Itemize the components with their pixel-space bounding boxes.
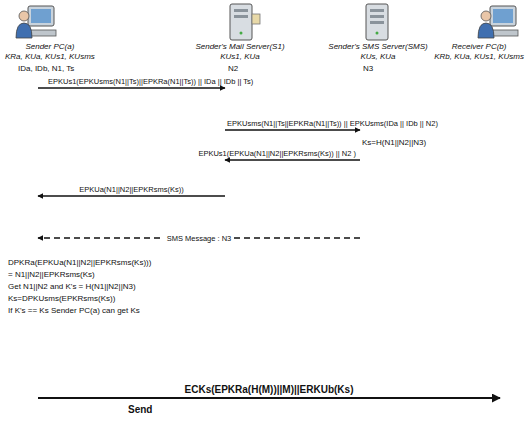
participant: Sender PC(a)KRa, KUa, KUs1, KUsms <box>3 42 97 62</box>
participant: Sender's SMS Server(SMS)KUs, KUa <box>326 42 429 62</box>
message-label: SMS Message : N3 <box>164 234 235 243</box>
note-text: Ks=H(N1||N2||N3) <box>362 138 426 148</box>
note-text: Ks=DPKUsms(EPKRsms(Ks)) <box>8 294 115 304</box>
key-list: KUs, KUa <box>326 52 429 62</box>
action-label: Send <box>128 404 152 416</box>
pc-icon <box>478 6 518 38</box>
key-list: KRb, KUa, KUs1, KUsms <box>432 52 526 62</box>
participant-name: Sender's SMS Server(SMS) <box>326 42 429 52</box>
key-list: KUs1, KUa <box>193 52 286 62</box>
note-text: Get N1||N2 and K's = H(N1||N2||N3) <box>8 282 136 292</box>
message-arrow <box>38 195 225 196</box>
nonce-label: N2 <box>228 64 238 74</box>
message-arrow <box>225 129 360 130</box>
message-label: ECKs(EPKRa(H(M))||M)||ERKUb(Ks) <box>185 384 354 396</box>
message-label: EPKUa(N1||N2||EPKRsms(Ks)) <box>79 185 183 194</box>
participant: Receiver PC(b)KRb, KUa, KUs1, KUsms <box>432 42 526 62</box>
participant-name: Sender's Mail Server(S1) <box>193 42 286 52</box>
key-list: KRa, KUa, KUs1, KUsms <box>3 52 97 62</box>
message-arrow <box>38 397 500 399</box>
note-text: DPKRa(EPKUa(N1||N2||EPKRsms(Ks))) <box>8 258 151 268</box>
message-arrow <box>38 87 225 88</box>
participant-name: Sender PC(a) <box>3 42 97 52</box>
note-text: = N1||N2||EPKRsms(Ks) <box>8 270 95 280</box>
server-icon <box>230 4 260 40</box>
pc-icon <box>16 6 56 38</box>
server-icon <box>366 4 388 40</box>
message-label: EPKUs1(EPKUsms(N1||Ts)||EPKRa(N1||Ts)) |… <box>48 77 253 86</box>
nonce-label: N3 <box>363 64 373 74</box>
message-label: EPKUsms(N1||Ts||EPKRa(N1||Ts)) || EPKUsm… <box>227 119 438 128</box>
participant-name: Receiver PC(b) <box>432 42 526 52</box>
note-text: If K's == Ks Sender PC(a) can get Ks <box>8 306 140 316</box>
nonce-label: IDa, IDb, N1, Ts <box>18 64 74 74</box>
message-arrow <box>225 159 360 160</box>
message-label: EPKUs1(EPKUa(N1||N2||EPKRsms(Ks)) || N2 … <box>198 149 356 158</box>
participant: Sender's Mail Server(S1)KUs1, KUa <box>193 42 286 62</box>
